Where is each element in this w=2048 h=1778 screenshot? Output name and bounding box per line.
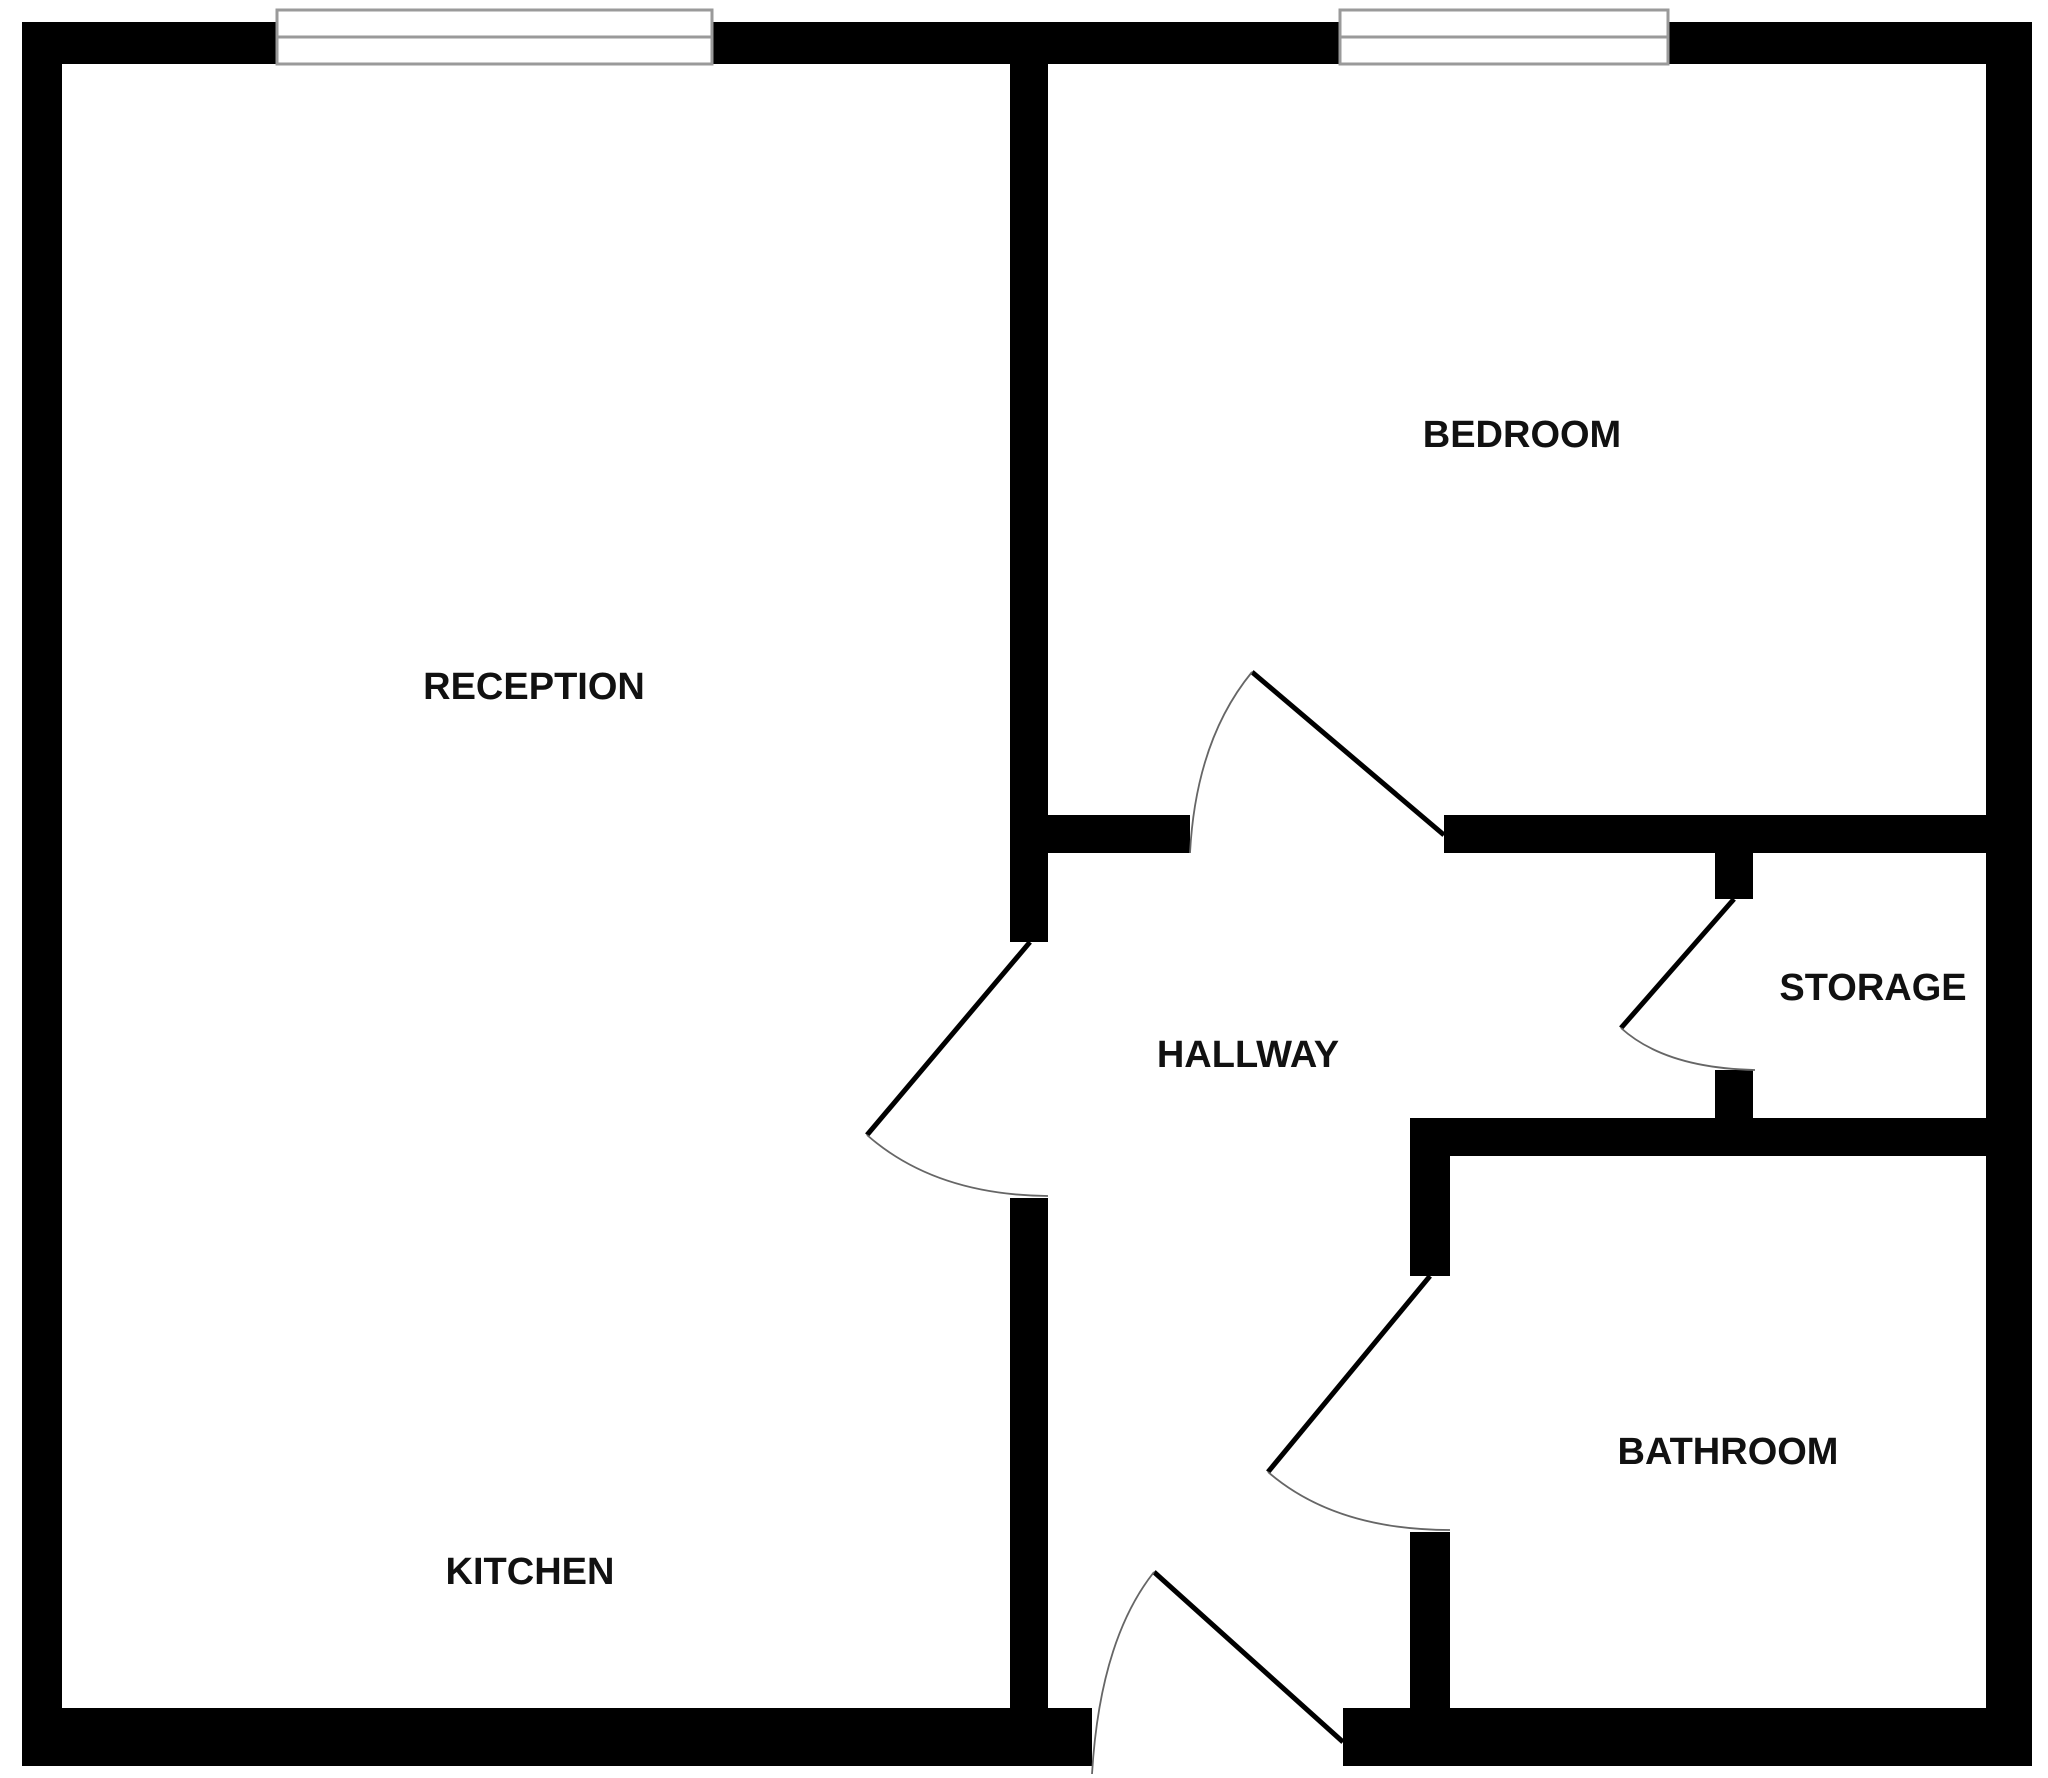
wall-bottom-left xyxy=(22,1708,1092,1766)
window-reception xyxy=(275,8,714,66)
wall-storage-upper xyxy=(1715,815,1753,899)
window-bedroom xyxy=(1338,8,1670,66)
door-entrance xyxy=(1091,1570,1345,1775)
room-label-bedroom: BEDROOM xyxy=(1423,414,1621,456)
room-label-hallway: HALLWAY xyxy=(1157,1034,1339,1076)
interior-walls xyxy=(1010,22,2032,1738)
room-label-storage: STORAGE xyxy=(1779,967,1966,1009)
wall-left xyxy=(22,22,62,1766)
wall-top-left xyxy=(22,22,277,64)
door-storage xyxy=(1619,897,1756,1071)
wall-top-right xyxy=(1668,22,2032,64)
room-label-reception: RECEPTION xyxy=(423,666,645,708)
wall-bedroom-left xyxy=(1010,815,1190,853)
wall-reception-lower xyxy=(1010,1198,1048,1738)
door-bathroom xyxy=(1266,1274,1451,1531)
wall-right xyxy=(1986,22,2032,1766)
room-label-bathroom: BATHROOM xyxy=(1618,1431,1839,1473)
door-bedroom xyxy=(1189,670,1446,854)
wall-bathroom-top xyxy=(1410,1118,2032,1156)
door-reception xyxy=(865,940,1049,1197)
wall-bottom-right xyxy=(1343,1708,2032,1766)
wall-reception-upper xyxy=(1010,22,1048,942)
room-label-kitchen: KITCHEN xyxy=(446,1551,615,1593)
wall-bathroom-upper xyxy=(1410,1118,1450,1276)
outer-walls xyxy=(22,22,2032,1766)
wall-bathroom-lower xyxy=(1410,1532,1450,1738)
